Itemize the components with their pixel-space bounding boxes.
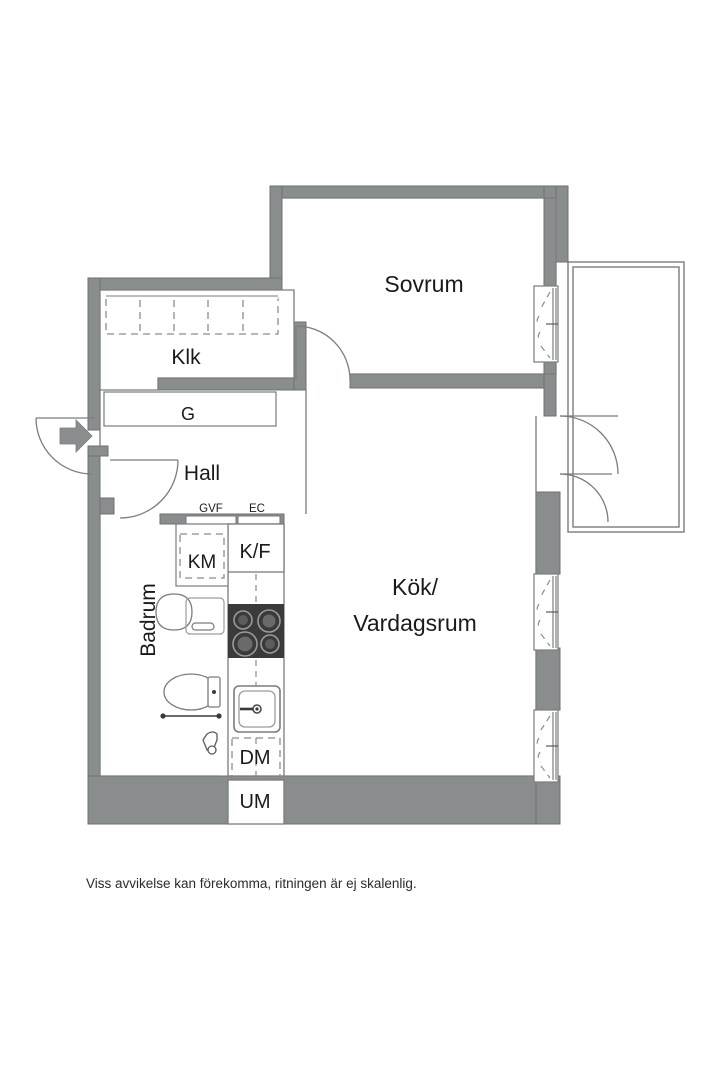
fixture-label-gvf: GVF (199, 503, 223, 515)
washing-machine-km (175, 523, 229, 587)
sink-icon (233, 685, 281, 733)
arrow-right-icon (59, 419, 93, 453)
room-labels: Sovrum Klk Hall Badrum Kök/ Vardagsrum (137, 271, 477, 657)
fixture-label-um: UM (239, 791, 270, 813)
fixture-label-km: KM (188, 552, 217, 573)
fixture-label-kf: K/F (239, 541, 270, 563)
bathroom-fixtures (155, 593, 225, 755)
stove-icon (228, 604, 284, 658)
windows (533, 285, 559, 783)
closet-shelving (105, 295, 279, 335)
wardrobe-g (103, 391, 277, 427)
window-icon (533, 285, 559, 363)
fixture-label-g: G (181, 404, 195, 424)
fixture-label-dm: DM (239, 747, 270, 769)
disclaimer-text: Viss avvikelse kan förekomma, ritningen … (86, 876, 417, 891)
room-label-badrum: Badrum (137, 583, 160, 657)
doors (35, 325, 619, 523)
shower-icon (160, 713, 222, 755)
window-icon (533, 573, 559, 651)
balcony-doors (559, 415, 619, 523)
room-label-vardagsrum: Vardagsrum (353, 610, 477, 636)
entrance-door (35, 417, 94, 475)
room-label-kok: Kök/ (392, 574, 439, 600)
balcony (567, 261, 685, 533)
door-swing-icon (295, 325, 351, 381)
fixture-label-ec: EC (249, 503, 265, 515)
toilet-icon (163, 673, 221, 711)
room-label-klk: Klk (171, 346, 201, 369)
fixture-labels: G GVF EC KM K/F DM UM (181, 404, 271, 813)
room-label-hall: Hall (184, 462, 220, 485)
room-label-sovrum: Sovrum (384, 271, 463, 297)
kitchen-units (227, 523, 285, 825)
bathroom-door (110, 459, 179, 519)
utility-boxes (185, 515, 281, 525)
walls (87, 185, 569, 825)
washbasin-icon (155, 593, 225, 635)
window-icon (533, 709, 559, 783)
